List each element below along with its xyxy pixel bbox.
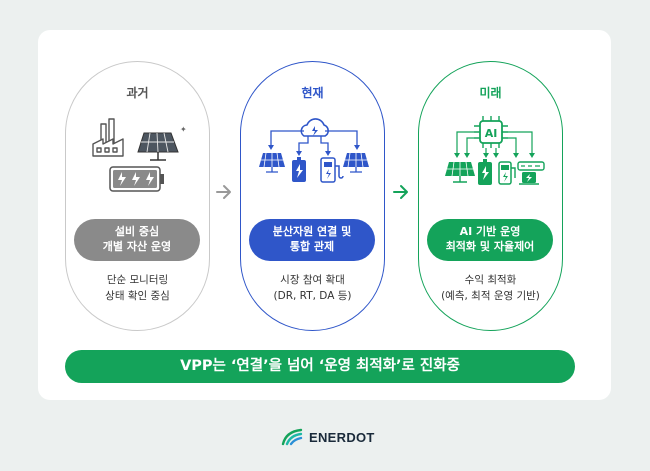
desc-line: 상태 확인 중심 <box>105 290 170 303</box>
battery-icon <box>109 166 164 192</box>
stage-past-description: 단순 모니터링 상태 확인 중심 <box>66 272 209 305</box>
enerdot-logo-icon <box>281 428 303 446</box>
badge-line: 설비 중심 <box>114 225 160 239</box>
solar-panel-icon <box>343 152 369 173</box>
desc-line: (DR, RT, DA 등) <box>273 290 352 303</box>
stage-present-description: 시장 참여 확대 (DR, RT, DA 등) <box>241 272 384 305</box>
stage-past-illustration: ✦ <box>92 118 187 192</box>
smart-meter-icon <box>517 161 545 185</box>
badge-line: 개별 자산 운영 <box>102 240 172 253</box>
badge-line: 최적화 및 자율제어 <box>445 240 535 253</box>
summary-banner: VPP는 ‘연결’을 넘어 ‘운영 최적화’로 진화중 <box>65 350 575 383</box>
stage-present-title: 현재 <box>301 86 324 100</box>
ai-chip-icon: AI <box>474 116 508 148</box>
desc-line: (예측, 최적 운영 기반) <box>441 290 540 303</box>
battery-icon <box>478 159 492 185</box>
stage-future-description: 수익 최적화 (예측, 최적 운영 기반) <box>419 272 562 305</box>
stage-present-badge: 분산자원 연결 및 통합 관제 <box>249 219 375 261</box>
stage-past-badge: 설비 중심 개별 자산 운영 <box>74 219 200 261</box>
stage-future-illustration: AI <box>445 116 545 185</box>
solar-panel-icon <box>259 152 285 173</box>
enerdot-logo-text: ENERDOT <box>309 429 375 445</box>
cloud-icon <box>300 118 329 137</box>
ev-charger-icon <box>498 161 516 185</box>
stage-future-badge: AI 기반 운영 최적화 및 자율제어 <box>427 219 553 261</box>
stage-past-title: 과거 <box>126 86 149 100</box>
stage-past: 과거 ✦ 설비 중심 개별 자산 운영 단순 모니터링 상태 확인 중심 <box>65 61 210 331</box>
ev-charger-icon <box>320 157 344 183</box>
solar-panel-icon: ✦ <box>137 125 187 161</box>
battery-icon <box>292 157 306 182</box>
badge-line: 분산자원 연결 및 <box>272 225 352 239</box>
stage-present: 현재 <box>240 61 385 331</box>
badge-line: 통합 관제 <box>289 240 335 253</box>
stage-future-title: 미래 <box>479 86 502 100</box>
solar-panel-icon <box>445 161 475 183</box>
factory-icon <box>92 118 124 157</box>
ai-chip-label: AI <box>485 127 498 140</box>
badge-line: AI 기반 운영 <box>459 225 521 239</box>
svg-text:✦: ✦ <box>180 125 187 134</box>
arrow-right-icon <box>393 185 408 199</box>
arrow-right-icon <box>216 185 231 199</box>
stage-future: 미래 AI <box>418 61 563 331</box>
enerdot-logo: ENERDOT <box>281 428 375 446</box>
stage-present-illustration <box>259 118 369 183</box>
desc-line: 수익 최적화 <box>464 274 517 286</box>
desc-line: 단순 모니터링 <box>106 274 169 286</box>
desc-line: 시장 참여 확대 <box>280 274 345 286</box>
